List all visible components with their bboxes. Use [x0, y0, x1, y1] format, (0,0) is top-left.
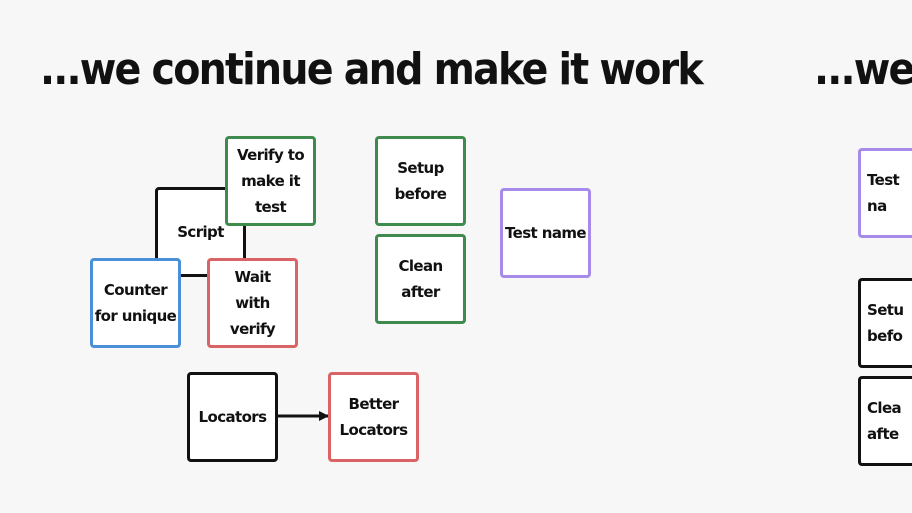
- node-clean-after: Clean after: [375, 234, 466, 324]
- node-counter-for-unique: Counter for unique: [90, 258, 181, 348]
- next-slide-title: ...we c: [814, 44, 912, 95]
- next-slide-node-setup-before: Setu befo: [858, 278, 912, 368]
- node-setup-before: Setup before: [375, 136, 466, 226]
- next-slide-node-clean-after: Clea afte: [858, 376, 912, 466]
- node-wait-with-verify: Wait with verify: [207, 258, 298, 348]
- slide-title: ...we continue and make it work: [40, 44, 704, 95]
- node-verify-to-make-it-test: Verify to make it test: [225, 136, 316, 226]
- node-locators: Locators: [187, 372, 278, 462]
- next-slide-node-test-name: Test na: [858, 148, 912, 238]
- node-better-locators: Better Locators: [328, 372, 419, 462]
- node-test-name: Test name: [500, 188, 591, 278]
